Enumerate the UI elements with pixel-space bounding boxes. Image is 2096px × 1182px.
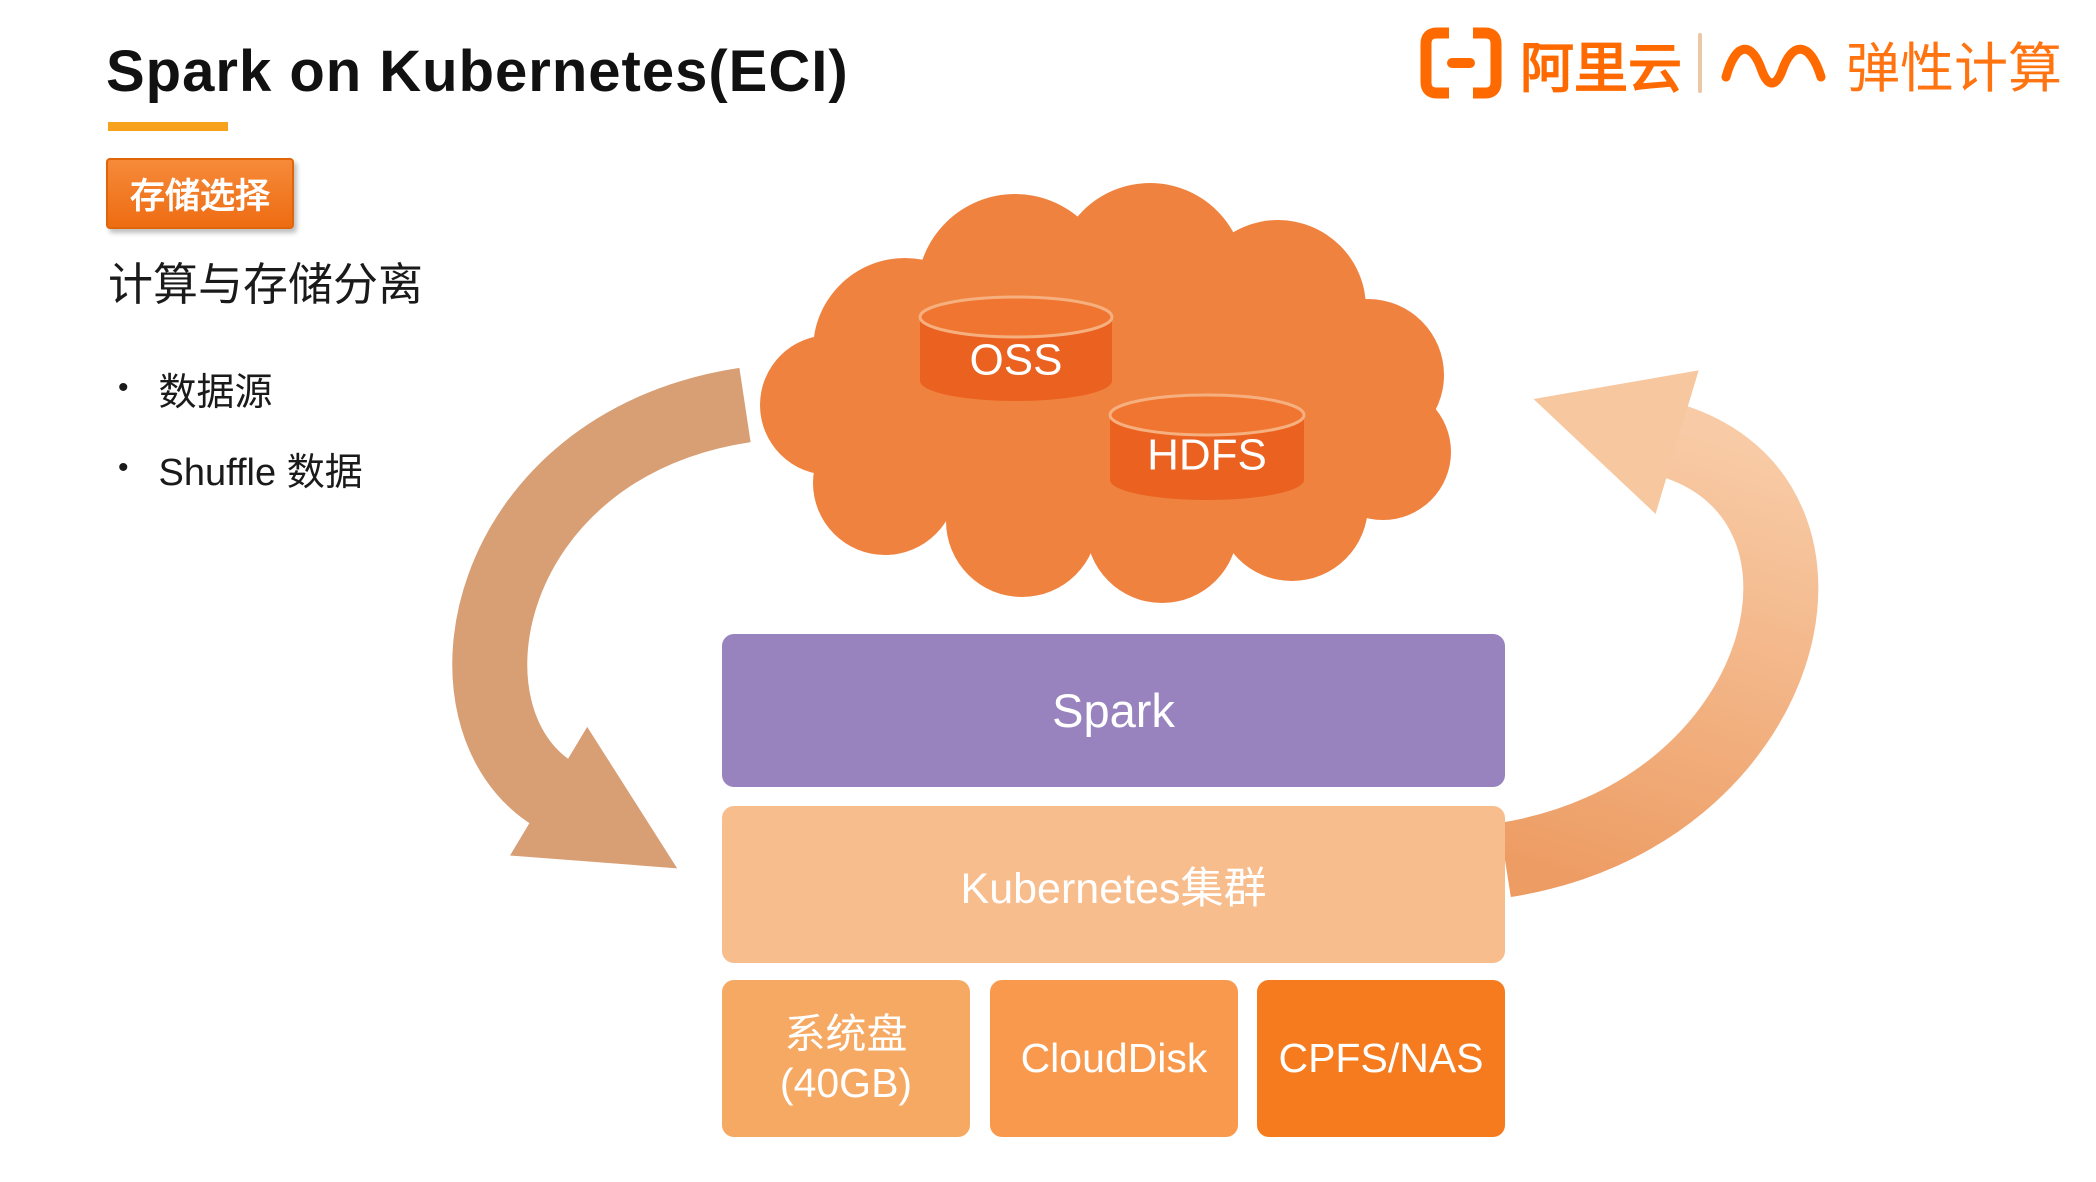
hdfs-label: HDFS [1147, 431, 1267, 480]
arrow-cloud-to-kubernetes [452, 367, 752, 869]
bullet-item-data-source: 数据源 [118, 348, 363, 428]
spark-label: Spark [1052, 684, 1175, 737]
bullet-item-shuffle-data: Shuffle 数据 [118, 428, 363, 508]
cpfs-nas-box: CPFS/NAS [1257, 980, 1505, 1137]
spark-box: Spark [722, 634, 1505, 787]
storage-cloud-shape [760, 183, 1451, 603]
bullet-label: 数据源 [158, 371, 273, 414]
cloud-disk-label: CloudDisk [1020, 1035, 1208, 1081]
cloud-disk-box: CloudDisk [990, 980, 1238, 1137]
arrow-kubernetes-to-cloud [1498, 370, 1819, 898]
storage-select-badge: 存储选择 [106, 158, 295, 229]
section-heading: 计算与存储分离 [108, 259, 424, 310]
slide-title: Spark on Kubernetes(ECI) [106, 39, 849, 104]
alibaba-cloud-bracket-icon [1420, 27, 1502, 99]
alibaba-cloud-logo: 阿里云 弹性计算 [1418, 22, 2062, 104]
kubernetes-label: Kubernetes集群 [960, 864, 1267, 913]
cpfs-nas-label: CPFS/NAS [1278, 1035, 1484, 1081]
logo-product-text: 弹性计算 [1846, 38, 2062, 99]
oss-label: OSS [970, 336, 1063, 385]
system-disk-box: 系统盘 (40GB) [722, 980, 970, 1137]
system-disk-label: 系统盘 (40GB) [779, 1011, 913, 1106]
logo-brand-text: 阿里云 [1520, 38, 1682, 99]
logo-divider [1698, 33, 1702, 93]
wave-icon [1721, 44, 1826, 88]
bullet-label: Shuffle 数据 [158, 451, 363, 494]
hdfs-database-icon: HDFS [1108, 393, 1306, 500]
bullet-list: 数据源 Shuffle 数据 [118, 348, 363, 508]
oss-database-icon: OSS [918, 295, 1114, 401]
title-underline [108, 122, 228, 131]
kubernetes-cluster-box: Kubernetes集群 [722, 806, 1505, 963]
